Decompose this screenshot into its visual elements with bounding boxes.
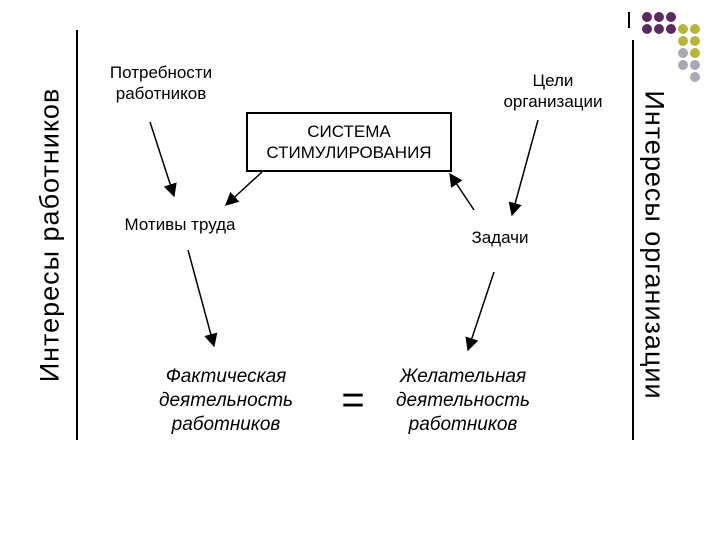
dot-purple [654,24,664,34]
stimulation-system-label: СИСТЕМА СТИМУЛИРОВАНИЯ [266,122,432,162]
dot-olive [690,48,700,58]
top-tick-line [628,12,630,28]
arrow-needs-to-motives [149,121,177,198]
goals-label: Цели организации [503,71,603,111]
dot-olive [690,36,700,46]
stimulation-system-box: СИСТЕМА СТИМУЛИРОВАНИЯ [246,112,452,172]
needs-label: Потребности работников [109,63,213,103]
dot-gray [678,60,688,70]
arrow-tasks-to-desired [465,271,495,352]
actual-activity-label: Фактическая деятельность работников [158,366,294,435]
left-divider-line [76,30,78,440]
arrow-system-to-motives [225,171,263,206]
motives-label: Мотивы труда [124,215,236,234]
dot-olive [678,24,688,34]
right-divider-line [632,40,634,440]
dot-olive [678,36,688,46]
dot-purple [642,12,652,22]
equals-sign: = [341,378,365,422]
dot-olive [690,24,700,34]
decorative-dot-grid [640,10,710,110]
desired-activity-label: Желательная деятельность работников [395,366,531,435]
arrow-goals-to-tasks [508,119,539,217]
arrow-motives-to-actual [187,249,218,348]
dot-purple [666,12,676,22]
arrow-tasks-to-system [449,172,475,211]
dot-gray [678,48,688,58]
dot-purple [654,12,664,22]
dot-gray [690,72,700,82]
dot-purple [642,24,652,34]
dot-gray [690,60,700,70]
tasks-label: Задачи [471,228,529,247]
dot-purple [666,24,676,34]
